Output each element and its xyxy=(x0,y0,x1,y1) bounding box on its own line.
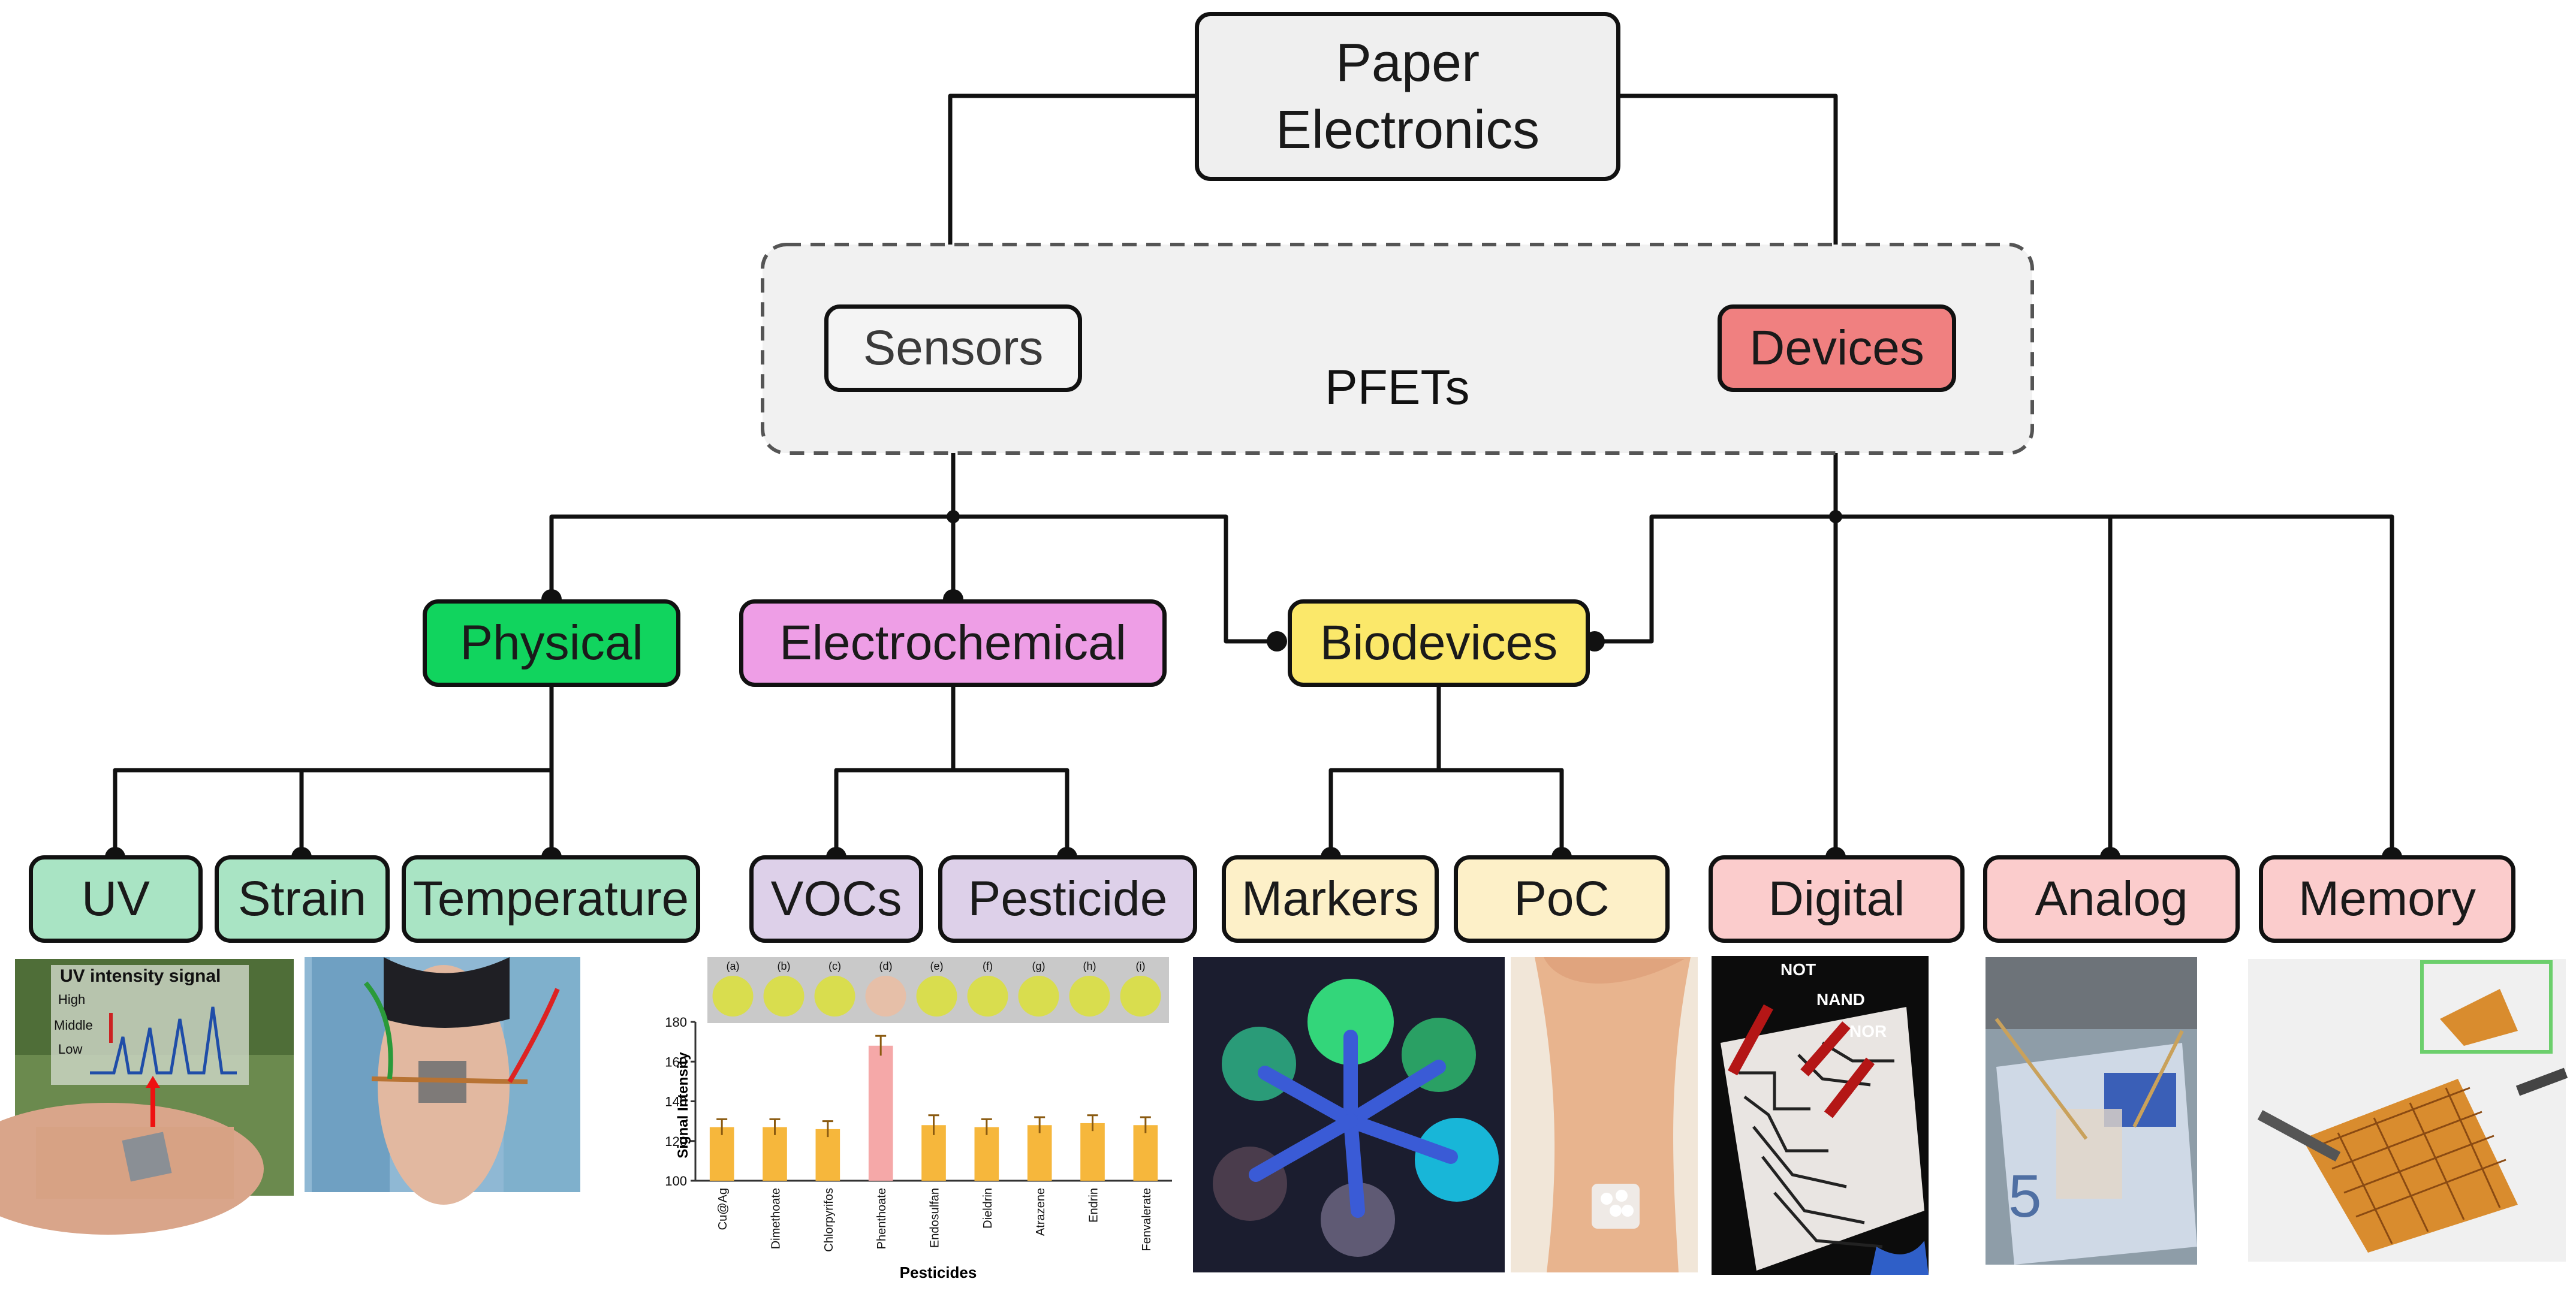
physical-box: Physical xyxy=(423,599,680,687)
bar xyxy=(763,1127,787,1181)
uv-photo-title: UV intensity signal xyxy=(60,966,221,986)
pfets-group xyxy=(761,243,2034,455)
y-tick-label: 180 xyxy=(665,1015,687,1030)
bar xyxy=(868,1045,893,1181)
x-tick-label: Cu@Ag xyxy=(716,1188,730,1230)
bar xyxy=(709,1127,734,1181)
svg-text:5: 5 xyxy=(2008,1163,2042,1230)
sample-dot-label: (a) xyxy=(727,960,740,972)
memory-photo xyxy=(2248,959,2568,1262)
gate-label-not: NOT xyxy=(1780,960,1816,979)
biodevices-label: Biodevices xyxy=(1319,615,1558,670)
uv-level-high: High xyxy=(58,992,86,1007)
gate-label-nor: NOR xyxy=(1849,1022,1887,1040)
electrochemical-label: Electrochemical xyxy=(779,615,1126,670)
y-tick-label: 100 xyxy=(665,1174,687,1189)
electrochemical-box: Electrochemical xyxy=(739,599,1167,687)
x-tick-label: Endrin xyxy=(1087,1188,1101,1223)
uv-level-low: Low xyxy=(58,1042,83,1057)
x-tick-label: Dimethoate xyxy=(770,1188,783,1249)
x-tick-label: Chlorpyrifos xyxy=(822,1188,836,1252)
devices-label: Devices xyxy=(1749,320,1924,375)
devices-box: Devices xyxy=(1718,304,1956,392)
memory-label: Memory xyxy=(2298,871,2476,926)
strain-box: Strain xyxy=(215,855,390,943)
sample-dot xyxy=(1018,976,1059,1017)
x-tick-label: Atrazene xyxy=(1034,1188,1047,1236)
gate-label-nand: NAND xyxy=(1816,990,1865,1009)
sample-dot xyxy=(814,976,855,1017)
x-tick-label: Fenvalerate xyxy=(1140,1188,1153,1251)
bar xyxy=(1080,1123,1105,1181)
pesticide-xlabel: Pesticides xyxy=(899,1263,977,1281)
uv-box: UV xyxy=(29,855,203,943)
sample-dot xyxy=(916,976,957,1017)
bar xyxy=(1027,1125,1052,1181)
sample-dot xyxy=(865,976,906,1017)
digital-label: Digital xyxy=(1768,871,1905,926)
x-tick-label: Dieldrin xyxy=(981,1188,995,1229)
memory-box: Memory xyxy=(2259,855,2515,943)
sample-dot-label: (i) xyxy=(1136,960,1146,972)
sensors-label: Sensors xyxy=(863,320,1044,375)
sample-dot xyxy=(1069,976,1110,1017)
vocs-label: VOCs xyxy=(770,871,902,926)
uv-sensor-photo xyxy=(0,959,294,1235)
pesticide-ylabel: Signal Intensity xyxy=(675,1052,691,1159)
bar xyxy=(974,1127,999,1181)
strain-label: Strain xyxy=(237,871,367,926)
uv-label: UV xyxy=(82,871,150,926)
bar xyxy=(1133,1125,1158,1181)
digital-logic-photo xyxy=(1712,956,1929,1275)
markers-photo xyxy=(1193,957,1505,1272)
sample-dot xyxy=(712,976,754,1017)
markers-label: Markers xyxy=(1241,871,1420,926)
x-tick-label: Phenthoate xyxy=(875,1188,888,1249)
digital-box: Digital xyxy=(1709,855,1965,943)
analog-box: Analog xyxy=(1983,855,2240,943)
sample-dot-label: (c) xyxy=(828,960,841,972)
strain-sensor-photo xyxy=(305,957,580,1205)
pesticide-label: Pesticide xyxy=(968,871,1168,926)
markers-box: Markers xyxy=(1222,855,1439,943)
y-tick-label: 120 xyxy=(665,1134,687,1149)
sample-dot xyxy=(763,976,805,1017)
poc-box: PoC xyxy=(1454,855,1670,943)
analog-photo: 5 xyxy=(1986,957,2197,1265)
temperature-label: Temperature xyxy=(412,871,689,926)
physical-label: Physical xyxy=(460,615,643,670)
sample-dot-label: (d) xyxy=(879,960,893,972)
sample-dot xyxy=(1120,976,1161,1017)
bar xyxy=(815,1129,840,1181)
biodevices-box: Biodevices xyxy=(1288,599,1590,687)
sensors-box: Sensors xyxy=(824,304,1082,392)
x-tick-label: Endosulfan xyxy=(929,1188,942,1248)
analog-label: Analog xyxy=(2035,871,2188,926)
sample-dot-label: (f) xyxy=(983,960,993,972)
root-line-1: Paper xyxy=(1335,32,1480,93)
vocs-box: VOCs xyxy=(749,855,923,943)
pesticide-box: Pesticide xyxy=(938,855,1197,943)
sample-dot-label: (g) xyxy=(1032,960,1046,972)
y-tick-label: 140 xyxy=(665,1094,687,1109)
root-line-2: Electronics xyxy=(1275,100,1540,160)
sample-dot xyxy=(967,976,1008,1017)
temperature-box: Temperature xyxy=(402,855,700,943)
sample-dot-label: (e) xyxy=(930,960,944,972)
pfets-label: PFETs xyxy=(1325,360,1470,415)
uv-level-middle: Middle xyxy=(54,1018,93,1033)
poc-label: PoC xyxy=(1514,871,1610,926)
sample-dot-label: (b) xyxy=(778,960,791,972)
y-tick-label: 160 xyxy=(665,1054,687,1069)
poc-photo xyxy=(1511,957,1698,1272)
sample-dot-label: (h) xyxy=(1083,960,1096,972)
